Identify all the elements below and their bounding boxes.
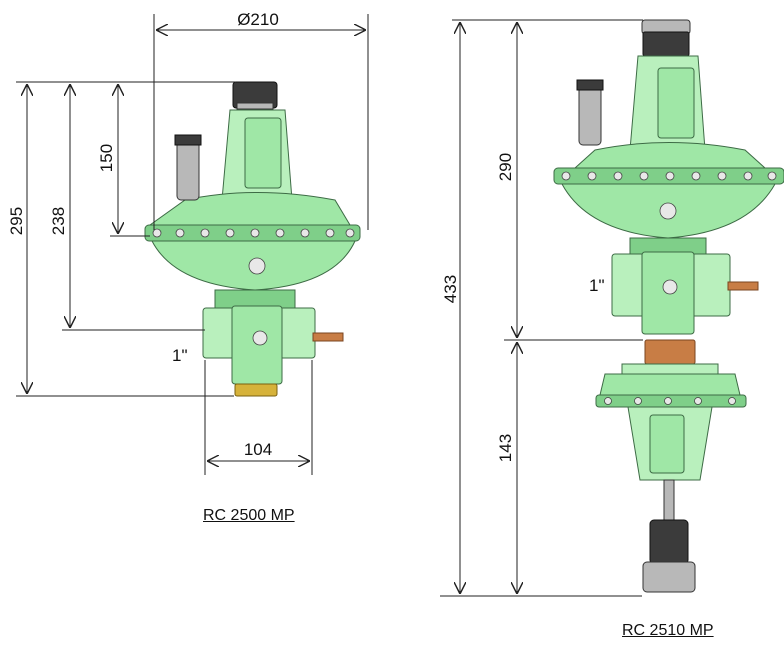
dim-433-label: 433	[441, 275, 460, 303]
left-dimension-lines	[16, 14, 369, 475]
thread-label-right: 1"	[589, 276, 605, 295]
dim-104-label: 104	[244, 440, 272, 459]
thread-label-left: 1"	[172, 346, 188, 365]
dim-diameter-label: Ø210	[237, 10, 279, 29]
dim-290-label: 290	[496, 153, 515, 181]
lower-flange-bolts	[604, 397, 736, 405]
caption-rc2500: RC 2500 MP	[203, 507, 295, 524]
caption-rc2510: RC 2510 MP	[622, 622, 714, 639]
dim-150-label: 150	[97, 144, 116, 172]
regulator-rc2510	[553, 19, 784, 593]
dim-238-label: 238	[49, 207, 68, 235]
dim-295-label: 295	[7, 207, 26, 235]
right-dimension-lines	[440, 19, 643, 597]
dim-143-label: 143	[496, 434, 515, 462]
upper-flange-bolts	[561, 171, 777, 181]
regulator-rc2500	[144, 81, 361, 397]
flange-bolts	[152, 228, 355, 238]
